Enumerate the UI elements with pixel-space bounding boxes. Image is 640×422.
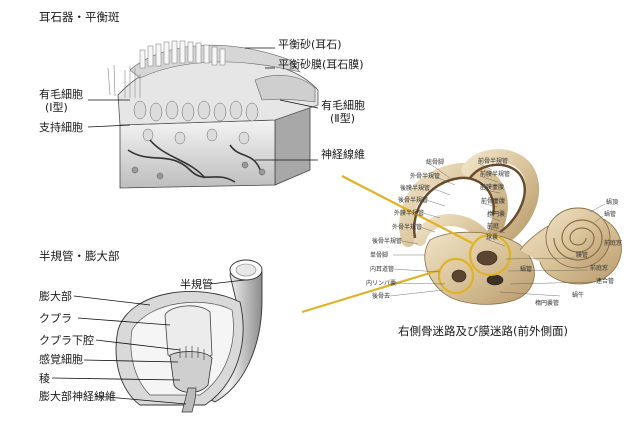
lab-label-12: 前骨半規管 xyxy=(478,158,509,165)
lab-label-4: 後骨半規管 xyxy=(398,197,429,204)
otolith-macula-illustration xyxy=(87,40,319,189)
lab-label-16: 楕円嚢 xyxy=(487,211,506,218)
lab-label-23: 蝸牛 xyxy=(572,292,585,299)
pointer-line-ampulla xyxy=(301,268,441,314)
lab-label-5: 外膜半規管 xyxy=(394,210,425,217)
label-ampulla: 膨大部 xyxy=(39,290,72,303)
label-semicircular-canal: 半規管 xyxy=(180,278,213,291)
label-hair-cell-type2: 有毛細胞 xyxy=(321,99,365,112)
label-crista: 稜 xyxy=(39,372,50,385)
lab-label-27: 蝸管 xyxy=(520,266,533,273)
lab-label-26: 前庭窓 xyxy=(604,240,623,247)
lab-label-13: 前膜半規管 xyxy=(480,171,511,178)
lab-label-7: 後骨半規管 xyxy=(372,238,403,245)
lab-label-17: 前庭 xyxy=(487,223,500,230)
lab-label-8: 単骨脚 xyxy=(370,252,389,259)
lab-label-25: 蝸管 xyxy=(604,211,617,218)
lab-label-15: 前骨壷腹 xyxy=(481,198,506,205)
label-statoconia: 平衡砂(耳石) xyxy=(278,38,342,51)
label-sensory-cell: 感覚細胞 xyxy=(39,353,83,366)
labyrinth-caption: 右側骨迷路及び膜迷路(前外側面) xyxy=(398,324,568,338)
lab-label-1: 総骨脚 xyxy=(426,159,445,166)
lab-label-11: 後骨去 xyxy=(372,293,391,300)
label-otolithic-membrane: 平衡砂膜(耳石膜) xyxy=(278,58,364,71)
label-hair-cell-type1-sub: (Ⅰ型) xyxy=(45,101,68,114)
pointer-line-otolith xyxy=(341,175,473,244)
lab-label-21: 連合管 xyxy=(596,278,615,285)
lab-label-14: 前膜壷腹 xyxy=(480,184,505,191)
lab-label-18: 球嚢 xyxy=(486,234,499,241)
label-supporting-cell: 支持細胞 xyxy=(39,121,83,134)
lab-label-20: 前庭窓 xyxy=(590,265,609,272)
label-subcupular-space: クプラ下腔 xyxy=(39,334,94,347)
ampulla-highlight-circle xyxy=(437,257,475,295)
lab-label-22: 楕円嚢管 xyxy=(535,300,560,307)
labyrinth-illustration xyxy=(301,149,622,314)
lab-label-19: 膜管 xyxy=(576,252,589,259)
otolith-section-title: 耳石器・平衡斑 xyxy=(39,10,120,24)
lab-label-10: 内リンパ嚢 xyxy=(366,280,397,287)
ampulla-section-title: 半規管・膨大部 xyxy=(39,249,120,263)
lab-label-24: 蝸頂 xyxy=(606,199,619,206)
label-hair-cell-type2-sub: (Ⅱ型) xyxy=(330,112,355,125)
label-nerve-fiber: 神経線維 xyxy=(321,148,365,161)
label-cupula: クプラ xyxy=(39,312,72,325)
otolith-highlight-circle xyxy=(468,233,512,277)
label-hair-cell-type1: 有毛細胞 xyxy=(39,88,83,101)
ampulla-illustration xyxy=(51,259,263,413)
label-ampullary-nerve: 膨大部神経線維 xyxy=(39,390,116,403)
cochlea xyxy=(519,207,622,285)
lab-label-2: 外骨半規管 xyxy=(410,173,441,180)
lab-label-6: 外骨半規管 xyxy=(392,224,423,231)
lab-label-9: 内耳道管 xyxy=(370,266,395,273)
lab-label-3: 後膜半規管 xyxy=(400,185,431,192)
